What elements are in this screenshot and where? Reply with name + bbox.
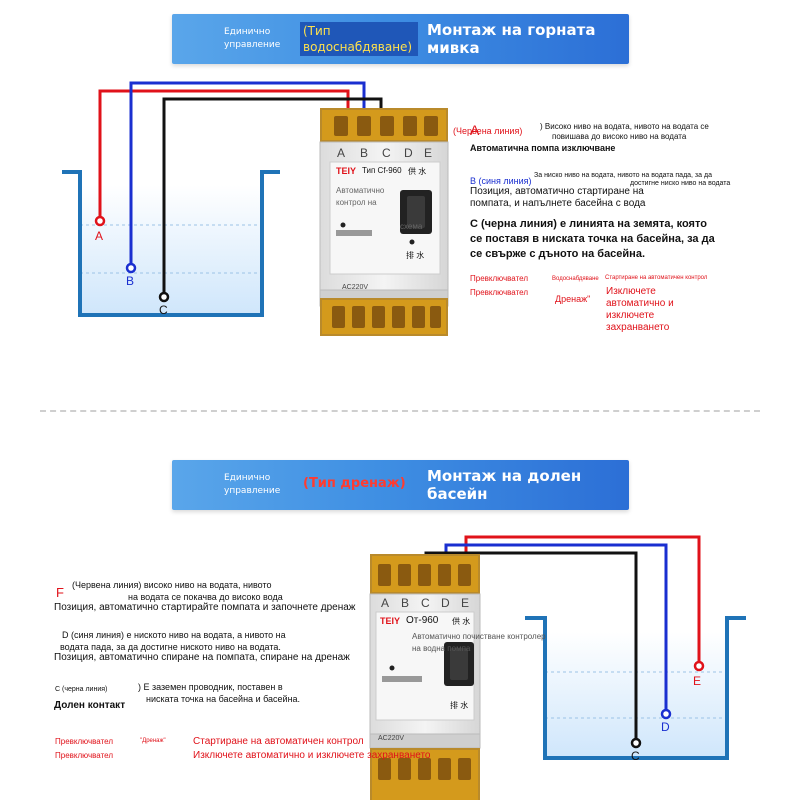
- top-a-line1: ) Високо ниво на водата, нивото на водат…: [540, 122, 709, 131]
- bottom-device-brand: TEIY: [380, 616, 401, 626]
- top-terminal-c: C: [382, 146, 391, 160]
- probe-a-top: [94, 215, 106, 227]
- probe-d-bottom: [660, 708, 672, 720]
- bottom-banner-mode: Единично управление: [224, 473, 281, 496]
- top-device-voltage: AC220V: [342, 284, 369, 291]
- top-probe-label-c: C: [159, 303, 168, 317]
- top-device-overlay-3: схема: [400, 222, 423, 231]
- bottom-device-voltage: AC220V: [378, 735, 405, 742]
- top-device-model: Тип Cf-960: [362, 166, 402, 175]
- top-b-line4: помпата, и напълнете басейна с вода: [470, 198, 646, 209]
- top-device-overlay-1: Автоматично: [336, 186, 385, 195]
- bottom-terminal-d: D: [441, 596, 450, 610]
- probe-c-bottom: [630, 737, 642, 749]
- section-divider: [40, 410, 760, 412]
- probe-c-top: [158, 291, 170, 303]
- probe-e-bottom: [693, 660, 705, 672]
- top-auto-off-2: автоматично и: [606, 298, 674, 309]
- top-tank: [62, 170, 280, 317]
- top-relay-device: [319, 108, 449, 336]
- top-a-marker: A: [470, 122, 480, 138]
- bottom-device-overlay-2: на водна помпа: [412, 644, 471, 653]
- top-device-overlay-2: контрол на: [336, 198, 377, 207]
- bottom-device-model: От-960: [406, 615, 439, 626]
- bottom-drain: "Дренаж": [140, 738, 166, 744]
- top-device-mode-drain: 排 水: [406, 251, 425, 260]
- top-b-line3: Позиция, автоматично стартиране на: [470, 186, 644, 197]
- top-water-supply: Водоснабдяване: [552, 276, 599, 282]
- top-auto-off-1: Изключете: [606, 286, 656, 297]
- top-c-line1: С (черна линия) е линията на земята, коя…: [470, 218, 707, 230]
- bottom-probe-label-c: C: [631, 749, 640, 763]
- bottom-probe-label-d: D: [661, 720, 670, 734]
- bottom-c-line2: ниската точка на басейна и басейна.: [146, 694, 301, 704]
- top-auto-off-3: изключете: [606, 310, 655, 321]
- top-b-line1: За ниско ниво на водата, нивото на водат…: [534, 172, 712, 179]
- top-probe-label-b: B: [126, 274, 135, 288]
- bottom-d-line3: Позиция, автоматично спиране на помпата,…: [54, 652, 350, 663]
- top-probe-label-a: A: [95, 229, 104, 243]
- top-a-label: (Червена линия): [453, 126, 523, 136]
- bottom-terminal-e: E: [461, 596, 470, 610]
- bottom-e-line3: Позиция, автоматично стартирайте помпата…: [54, 602, 356, 613]
- bottom-switch-2: Превключвател: [55, 751, 114, 760]
- top-b-label: B (синя линия): [470, 176, 532, 186]
- top-banner-title: Монтаж на горната мивка: [427, 21, 596, 57]
- top-device-brand: TEIY: [336, 166, 357, 176]
- bottom-probe-label-e: E: [693, 674, 702, 688]
- bottom-d-line1: D (синя линия) е ниското ниво на водата,…: [62, 630, 286, 640]
- bottom-terminal-c: C: [421, 596, 430, 610]
- top-terminal-e: E: [424, 146, 433, 160]
- top-a-line2: повишава до високо ниво на водата: [552, 132, 687, 141]
- top-banner: Единично управление (Тип водоснабдяване)…: [172, 14, 629, 64]
- top-switch-2: Превключвател: [470, 288, 529, 297]
- bottom-e-line1: (Червена линия) високо ниво на водата, н…: [72, 580, 272, 590]
- bottom-e-line2: на водата се покачва до високо вода: [128, 592, 283, 602]
- bottom-banner-type: (Тип дренаж): [303, 476, 406, 491]
- bottom-switch-1: Превключвател: [55, 737, 114, 746]
- bottom-auto-off: Изключете автоматично и изключете захран…: [193, 750, 431, 761]
- top-banner-type: (Тип водоснабдяване): [300, 22, 418, 56]
- bottom-banner-title: Монтаж на долен басейн: [427, 467, 582, 503]
- bottom-banner: Единично управление (Тип дренаж) Монтаж …: [172, 460, 629, 510]
- bottom-auto-start: Стартиране на автоматичен контрол: [193, 736, 364, 747]
- top-banner-mode: Единично управление: [224, 27, 281, 50]
- bottom-device-mode-drain: 排 水: [450, 701, 469, 710]
- bottom-terminal-b: B: [401, 596, 410, 610]
- bottom-relay-device: [369, 554, 481, 800]
- bottom-c-line1: ) Е заземен проводник, поставен в: [138, 682, 283, 692]
- probe-b-top: [125, 262, 137, 274]
- top-a-line3: Автоматична помпа изключване: [470, 143, 616, 153]
- top-terminal-a: A: [337, 146, 346, 160]
- top-auto-off-4: захранването: [606, 322, 670, 333]
- bottom-terminal-a: A: [381, 596, 390, 610]
- bottom-device-overlay-1: Автоматично почистване контролер: [412, 632, 546, 641]
- bottom-d-line2: водата пада, за да достигне ниското ниво…: [60, 642, 281, 652]
- top-device-mode-supply: 供 水: [408, 167, 427, 176]
- top-b-line2: достигне ниско ниво на водата: [630, 180, 731, 187]
- top-switch-1: Превключвател: [470, 274, 529, 283]
- bottom-c-line3: Долен контакт: [54, 700, 126, 711]
- top-terminal-b: B: [360, 146, 369, 160]
- top-drain: Дренаж": [555, 294, 591, 304]
- bottom-c-label: С (черна линия): [55, 686, 108, 693]
- bottom-device-mode-supply: 供 水: [452, 617, 471, 626]
- top-auto-start: Стартиране на автоматичен контрол: [605, 275, 708, 281]
- top-terminal-d: D: [404, 146, 413, 160]
- top-c-line2: се поставя в ниската точка на басейна, з…: [470, 233, 715, 245]
- top-c-line3: се свърже с дъното на басейна.: [470, 248, 646, 260]
- bottom-f-marker: F: [56, 585, 64, 600]
